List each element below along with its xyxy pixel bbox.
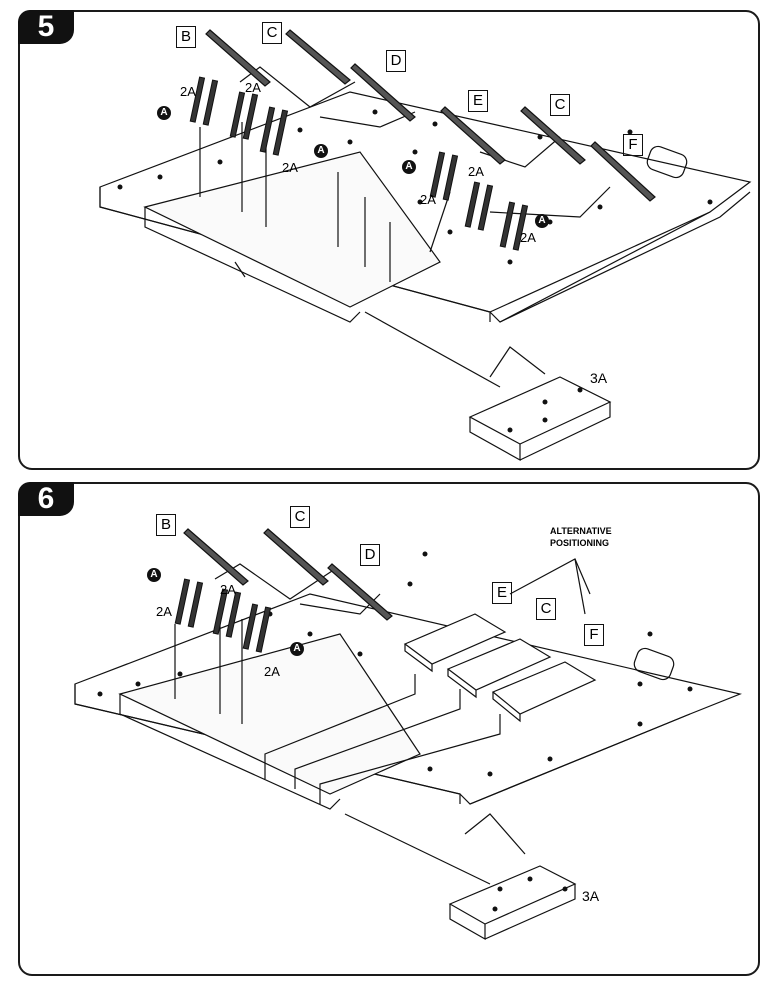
- base-part-label: 3A: [582, 888, 600, 904]
- part-label-b: B: [176, 26, 196, 48]
- step-number-badge: 6: [18, 482, 74, 516]
- slat-board-c: [446, 638, 552, 691]
- plate-c2: [520, 106, 586, 165]
- plate-d: [327, 563, 393, 621]
- plate-b: [205, 29, 271, 87]
- part-label-d: D: [386, 50, 406, 72]
- plate-f: [590, 141, 656, 202]
- part-label-c2: C: [550, 94, 570, 116]
- pegs: [174, 578, 272, 653]
- part-label-e: E: [468, 90, 488, 112]
- part-label-f: F: [584, 624, 604, 646]
- callout-marker-a: A: [402, 160, 416, 174]
- quantity-label: 2A: [468, 164, 484, 179]
- callout-marker-a: A: [157, 106, 171, 120]
- callout-marker-a: A: [535, 214, 549, 228]
- base-cutout: [646, 145, 688, 179]
- part-label-b: B: [156, 514, 176, 536]
- quantity-label: 2A: [245, 80, 261, 95]
- callout-marker-a: A: [290, 642, 304, 656]
- step-6-diagram: [74, 528, 742, 941]
- screw-holes: [97, 551, 693, 912]
- part-label-e: E: [492, 582, 512, 604]
- base-cutout: [633, 647, 675, 681]
- note-positioning: Positioning: [550, 538, 610, 548]
- slat-board-e: [403, 613, 507, 665]
- plate-b: [183, 528, 249, 586]
- perforated-tray: [118, 633, 421, 795]
- block-3a: [448, 865, 577, 925]
- quantity-label: 2A: [420, 192, 436, 207]
- plate-e: [440, 106, 506, 165]
- quantity-label: 2A: [220, 582, 236, 597]
- note-alternative: Alternative: [550, 526, 612, 536]
- part-label-d: D: [360, 544, 380, 566]
- quantity-label: 2A: [180, 84, 196, 99]
- step-number-badge: 5: [18, 10, 74, 44]
- plate-c: [285, 29, 351, 85]
- step-5-panel: 5: [18, 10, 760, 470]
- part-label-c2: C: [536, 598, 556, 620]
- quantity-label: 2A: [264, 664, 280, 679]
- plate-c: [263, 528, 329, 586]
- block-3a: [468, 376, 612, 445]
- callout-marker-a: A: [314, 144, 328, 158]
- step-6-panel: 6: [18, 482, 760, 976]
- perforated-tray: [143, 151, 441, 308]
- plate-d: [350, 63, 416, 122]
- part-label-f: F: [623, 134, 643, 156]
- callout-marker-a: A: [147, 568, 161, 582]
- pegs: [189, 76, 529, 251]
- screw-holes: [117, 109, 713, 433]
- part-label-c: C: [290, 506, 310, 528]
- quantity-label: 2A: [282, 160, 298, 175]
- part-label-c: C: [262, 22, 282, 44]
- base-part-label: 3A: [590, 370, 608, 386]
- quantity-label: 2A: [156, 604, 172, 619]
- slat-board-f: [491, 661, 597, 715]
- quantity-label: 2A: [520, 230, 536, 245]
- step-5-diagram: [99, 29, 752, 462]
